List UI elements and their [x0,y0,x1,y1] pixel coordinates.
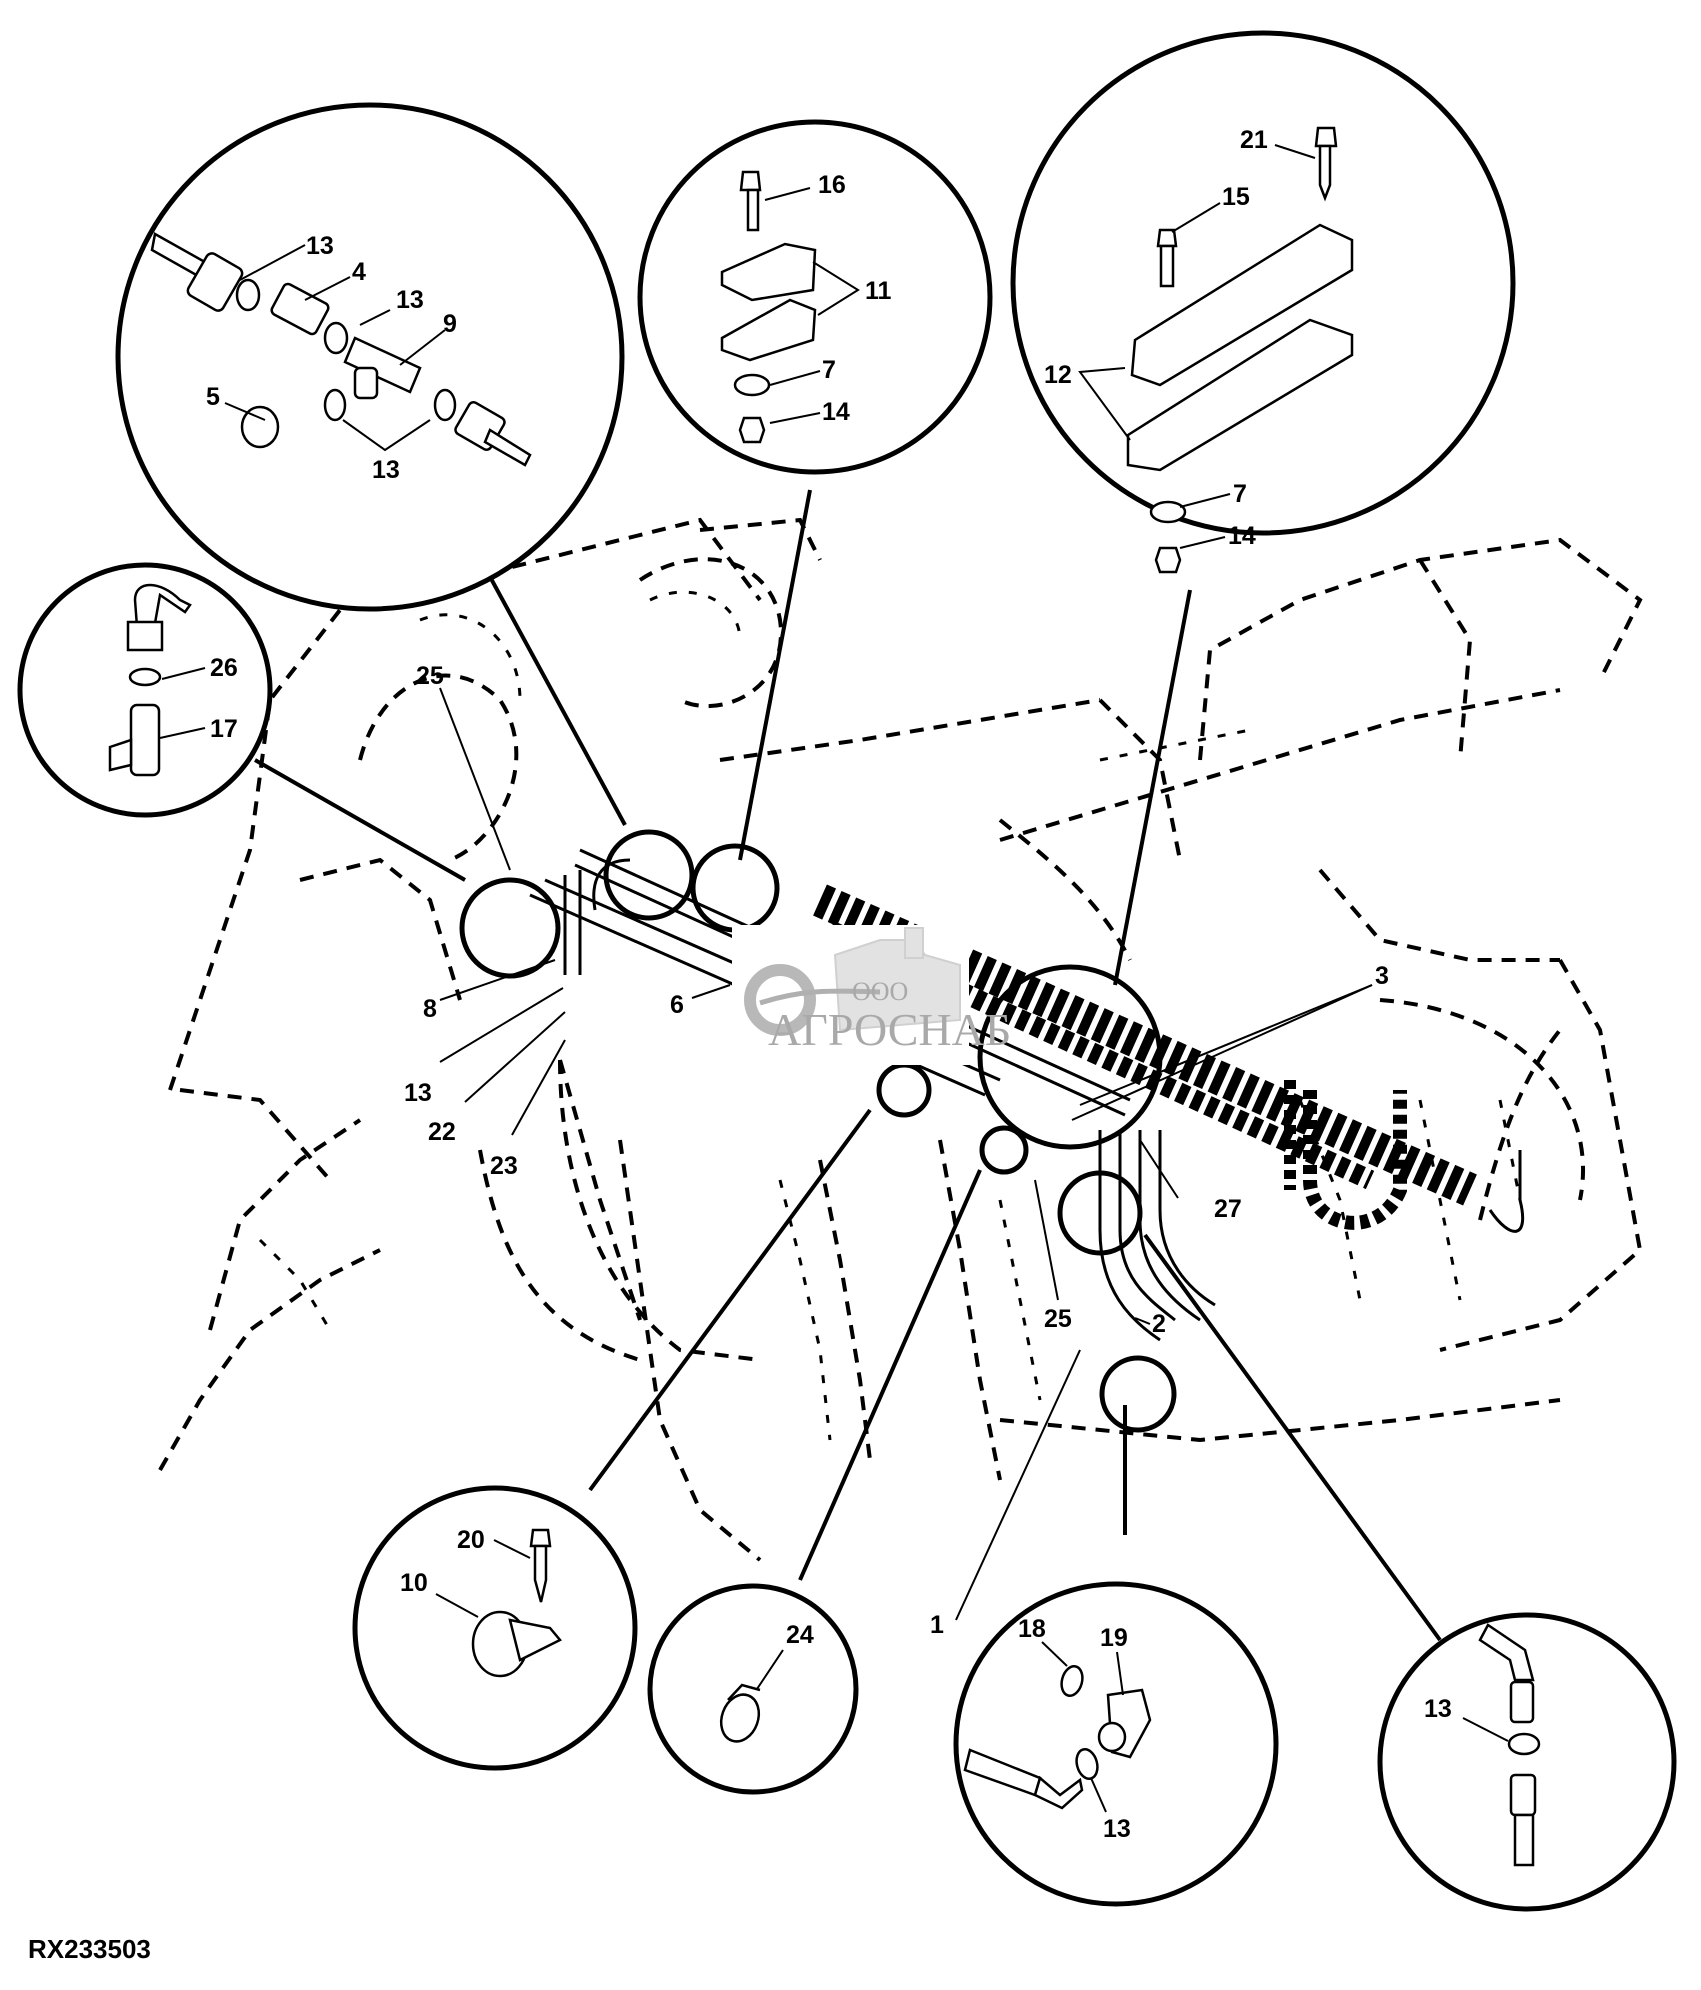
label-9: 9 [443,310,457,338]
label-15: 15 [1222,183,1250,211]
watermark-name: АГРОСНАБ [768,1004,1011,1055]
detail-line-end: 13 [1377,1612,1677,1912]
locator-clamp-small [690,843,780,933]
label-19: 19 [1100,1624,1128,1652]
label-13: 13 [306,232,334,260]
detail-clamp-large: 21 15 12 7 14 [1010,30,1516,574]
watermark: ООО АГРОСНАБ [732,925,1011,1065]
figure-id: RX233503 [28,1934,151,1964]
label-13: 13 [372,456,400,484]
label-7: 7 [822,356,836,384]
label-13: 13 [1103,1815,1131,1843]
label-12: 12 [1044,361,1072,389]
locator-hose-clamp [979,1125,1029,1175]
label-23: 23 [490,1152,518,1180]
label-5: 5 [206,383,220,411]
label-11: 11 [865,277,892,305]
label-13: 13 [396,286,424,314]
label-4: 4 [352,258,366,286]
label-25: 25 [416,662,444,690]
locator-line-end [1057,1170,1143,1256]
label-2: 2 [1152,1310,1166,1338]
label-16: 16 [818,171,846,199]
label-1: 1 [930,1611,944,1639]
detail-tee-26-17: 26 17 [17,562,273,818]
label-25: 25 [1044,1305,1072,1333]
detail-fittings-tee: 13 4 13 9 5 13 [115,102,625,612]
label-21: 21 [1240,126,1268,154]
locator-circles [459,829,1177,1433]
label-7: 7 [1233,480,1247,508]
combine-harvester-icon [833,927,961,1032]
label-8: 8 [423,995,437,1023]
label-14: 14 [1228,522,1256,550]
gear-icon [744,964,816,1036]
locator-clamp-10-20 [876,1062,932,1118]
detail-clamp-small: 16 11 7 14 [637,119,993,475]
detail-elbow: 18 19 13 [953,1581,1279,1907]
label-14: 14 [822,398,850,426]
locator-fittings-tee [603,829,695,921]
locator-elbow [1099,1355,1177,1433]
label-27: 27 [1214,1195,1242,1223]
label-24: 24 [786,1621,814,1649]
label-13: 13 [404,1079,432,1107]
label-13: 13 [1424,1695,1452,1723]
assembly-leaders [439,687,1373,1621]
label-22: 22 [428,1118,456,1146]
label-26: 26 [210,654,238,682]
tube-lines [529,848,1525,1342]
label-10: 10 [400,1569,428,1597]
label-6: 6 [670,991,684,1019]
locator-tee-26-17 [459,877,561,979]
watermark-prefix: ООО [852,977,908,1006]
locator-clamp-large [977,964,1163,1150]
label-20: 20 [457,1526,485,1554]
detail-clamp-10-20: 20 10 [352,1485,638,1771]
detail-hose-clamp: 24 [647,1583,859,1795]
label-3: 3 [1375,962,1389,990]
label-18: 18 [1018,1615,1046,1643]
swoosh [759,988,881,1006]
label-17: 17 [210,715,238,743]
detail-leader-lines [254,489,1442,1642]
